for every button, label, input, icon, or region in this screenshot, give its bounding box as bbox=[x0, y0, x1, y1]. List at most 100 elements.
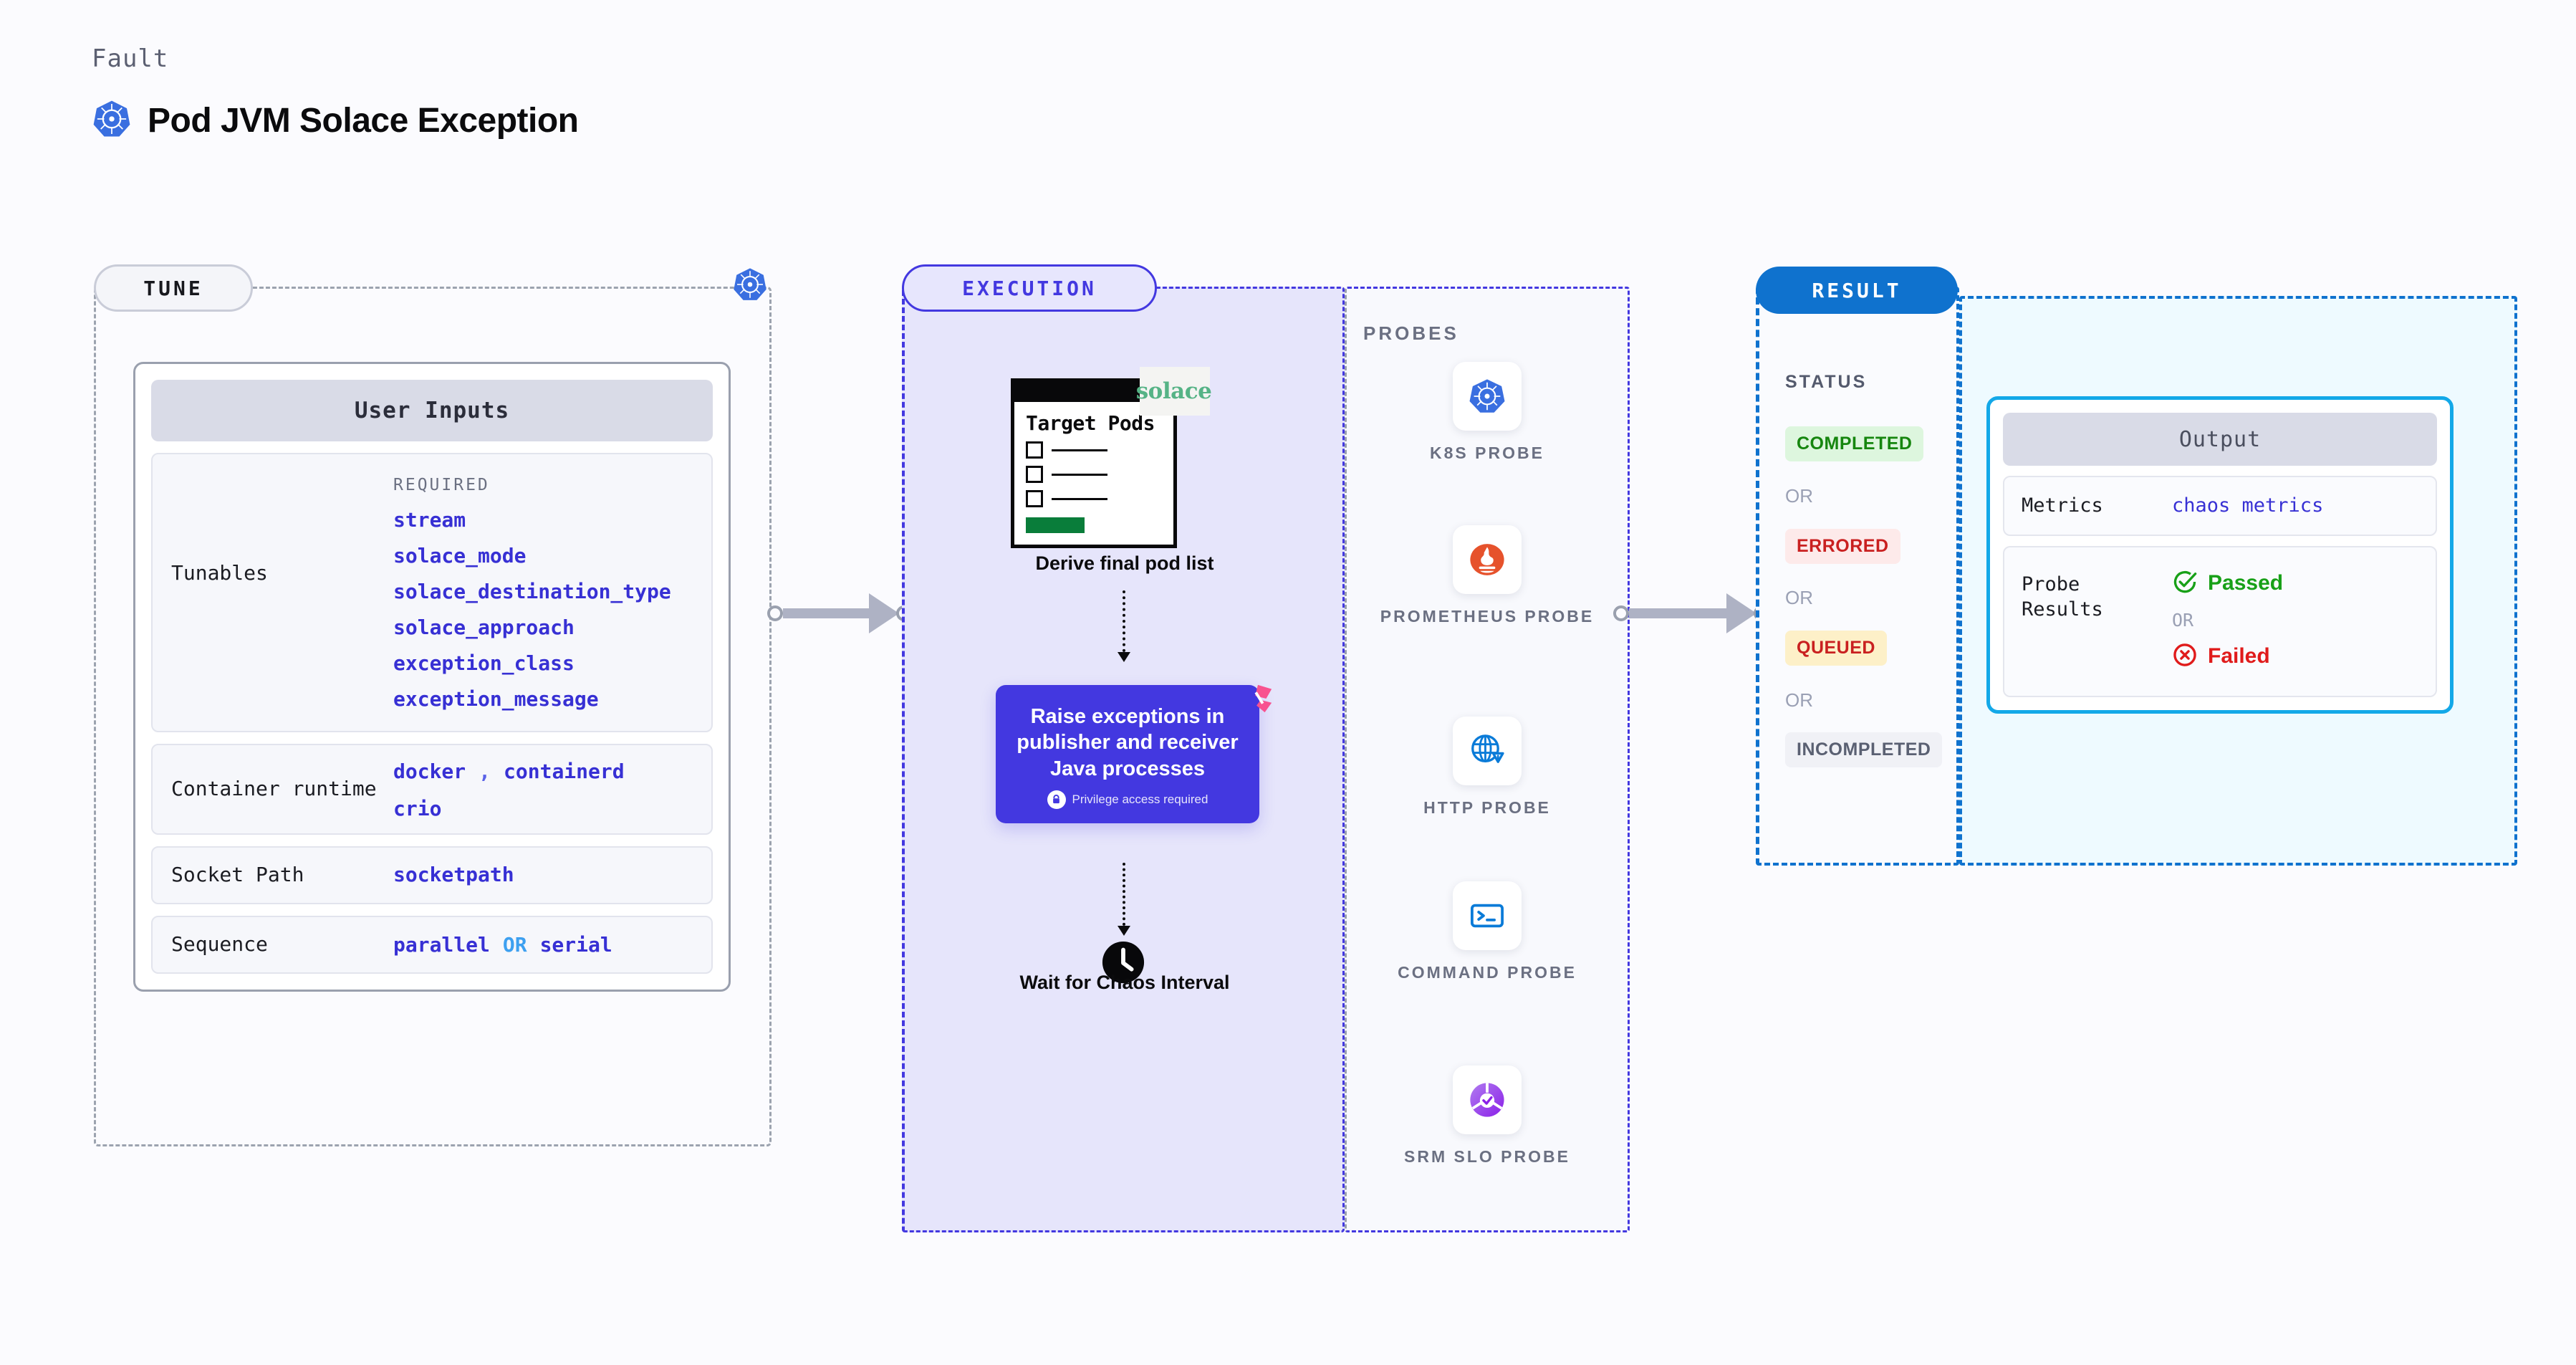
sequence-serial[interactable]: serial bbox=[539, 932, 612, 957]
probe-item-command[interactable]: COMMAND PROBE bbox=[1345, 881, 1630, 984]
status-badge-queued: QUEUED bbox=[1785, 631, 1887, 666]
failed-label: Failed bbox=[2208, 644, 2270, 669]
status-or: OR bbox=[1785, 689, 1813, 711]
table-row: Probe Results Passed OR bbox=[2003, 545, 2437, 697]
tunable-stream[interactable]: stream bbox=[393, 508, 466, 532]
status-region bbox=[1756, 287, 1959, 866]
checkbox-icon bbox=[1026, 441, 1043, 459]
tunable-exception-message[interactable]: exception_message bbox=[393, 687, 599, 711]
line-placeholder bbox=[1052, 473, 1107, 476]
litmus-chaos-icon bbox=[1241, 682, 1274, 719]
terminal-icon bbox=[1453, 881, 1522, 950]
flow-arrow bbox=[1118, 590, 1130, 662]
probe-label: COMMAND PROBE bbox=[1398, 963, 1577, 982]
probe-label: HTTP PROBE bbox=[1423, 798, 1551, 817]
connector-arrowhead bbox=[1726, 593, 1756, 633]
execution-stage-pill[interactable]: EXECUTION bbox=[902, 264, 1157, 312]
tune-region bbox=[94, 287, 772, 1146]
probe-item-http[interactable]: HTTP PROBE bbox=[1345, 717, 1630, 819]
probe-label: SRM SLO PROBE bbox=[1404, 1147, 1570, 1166]
connector-dot bbox=[1613, 605, 1629, 621]
line-placeholder bbox=[1052, 449, 1107, 451]
clock-icon bbox=[1101, 940, 1145, 988]
probe-item-prometheus[interactable]: PROMETHEUS PROBE bbox=[1345, 525, 1630, 628]
kubernetes-icon bbox=[732, 267, 768, 306]
connector-arrowhead bbox=[869, 593, 899, 633]
socket-path-value[interactable]: socketpath bbox=[393, 863, 514, 887]
tunable-exception-class[interactable]: exception_class bbox=[393, 651, 575, 675]
table-row: Tunables REQUIRED stream solace_mode sol… bbox=[151, 453, 713, 732]
sequence-label: Sequence bbox=[171, 931, 268, 956]
required-caption: REQUIRED bbox=[393, 476, 490, 494]
action-card-title: Raise exceptions in publisher and receiv… bbox=[1017, 705, 1239, 780]
sequence-or-keyword: OR bbox=[502, 932, 527, 957]
probe-result-passed: Passed bbox=[2172, 569, 2283, 598]
page-header: Fault Pod JVM Solace Exception bbox=[92, 44, 579, 143]
probe-label: K8S PROBE bbox=[1430, 444, 1544, 462]
user-inputs-card: User Inputs Tunables REQUIRED stream sol… bbox=[133, 362, 731, 992]
list-item bbox=[1026, 466, 1162, 484]
probe-results-values: Passed OR Failed bbox=[2172, 569, 2283, 671]
green-bar bbox=[1026, 517, 1085, 534]
solace-logo: solace bbox=[1136, 367, 1212, 416]
sequence-values: parallel OR serial bbox=[393, 933, 612, 957]
probe-label: PROMETHEUS PROBE bbox=[1380, 607, 1595, 626]
runtime-crio[interactable]: crio bbox=[393, 797, 442, 820]
probe-result-failed: Failed bbox=[2172, 642, 2283, 671]
tunable-solace-mode[interactable]: solace_mode bbox=[393, 544, 527, 567]
tunable-solace-destination-type[interactable]: solace_destination_type bbox=[393, 580, 671, 603]
socket-path-label: Socket Path bbox=[171, 863, 304, 886]
passed-label: Passed bbox=[2208, 571, 2284, 595]
table-row: Sequence parallel OR serial bbox=[151, 915, 713, 974]
privilege-note-text: Privilege access required bbox=[1072, 792, 1208, 806]
probe-item-srm-slo[interactable]: SRM SLO PROBE bbox=[1345, 1065, 1630, 1168]
tunable-solace-approach[interactable]: solace_approach bbox=[393, 616, 575, 639]
connector-bar bbox=[783, 608, 870, 618]
status-badge-completed: COMPLETED bbox=[1785, 426, 1924, 461]
line-placeholder bbox=[1052, 497, 1107, 500]
probes-label: PROBES bbox=[1363, 322, 1459, 344]
title-row: Pod JVM Solace Exception bbox=[92, 99, 579, 143]
solace-logo-text: solace bbox=[1135, 378, 1212, 404]
status-label: STATUS bbox=[1785, 372, 1868, 392]
sequence-parallel[interactable]: parallel bbox=[393, 932, 490, 957]
tune-stage-label: TUNE bbox=[143, 276, 203, 300]
page-title: Pod JVM Solace Exception bbox=[148, 102, 579, 140]
table-row: Metrics chaos metrics bbox=[2003, 476, 2437, 536]
container-runtime-values: docker , containerd crio bbox=[393, 760, 625, 819]
runtime-docker[interactable]: docker bbox=[393, 760, 466, 783]
x-circle-icon bbox=[2172, 642, 2198, 671]
connector-execution-to-result bbox=[1613, 593, 1769, 633]
derive-pod-list-caption: Derive final pod list bbox=[1035, 552, 1214, 574]
prometheus-icon bbox=[1453, 525, 1522, 594]
tunables-label: Tunables bbox=[171, 561, 268, 585]
fault-label: Fault bbox=[92, 44, 169, 73]
container-runtime-label: Container runtime bbox=[171, 777, 377, 801]
runtime-containerd[interactable]: containerd bbox=[504, 760, 625, 783]
metrics-label: Metrics bbox=[2022, 494, 2103, 517]
flow-arrow bbox=[1118, 863, 1130, 936]
list-item bbox=[1026, 441, 1162, 459]
connector-dot bbox=[767, 605, 783, 621]
tune-stage-pill[interactable]: TUNE bbox=[94, 264, 253, 312]
wait-chaos-interval-caption: Wait for Chaos Interval bbox=[1019, 972, 1230, 993]
table-row: Container runtime docker , containerd cr… bbox=[151, 744, 713, 835]
result-stage-label: RESULT bbox=[1812, 278, 1902, 302]
kubernetes-icon bbox=[1453, 362, 1522, 431]
status-badge-incompleted: INCOMPLETED bbox=[1785, 732, 1943, 767]
execution-stage-label: EXECUTION bbox=[962, 276, 1097, 300]
status-or: OR bbox=[1785, 587, 1813, 608]
list-item bbox=[1026, 490, 1162, 508]
comma-separator: , bbox=[479, 760, 491, 783]
table-row: Socket Path socketpath bbox=[151, 846, 713, 904]
status-or: OR bbox=[1785, 485, 1813, 507]
probe-item-k8s[interactable]: K8S PROBE bbox=[1345, 362, 1630, 464]
result-stage-pill[interactable]: RESULT bbox=[1756, 267, 1958, 314]
action-card[interactable]: Raise exceptions in publisher and receiv… bbox=[996, 685, 1259, 823]
status-badge-errored: ERRORED bbox=[1785, 529, 1900, 564]
connector-tune-to-execution bbox=[767, 593, 912, 633]
probe-results-label: Probe Results bbox=[2022, 573, 2103, 621]
checkbox-icon bbox=[1026, 490, 1043, 508]
slo-gauge-icon bbox=[1453, 1065, 1522, 1134]
metrics-value[interactable]: chaos metrics bbox=[2172, 494, 2324, 517]
